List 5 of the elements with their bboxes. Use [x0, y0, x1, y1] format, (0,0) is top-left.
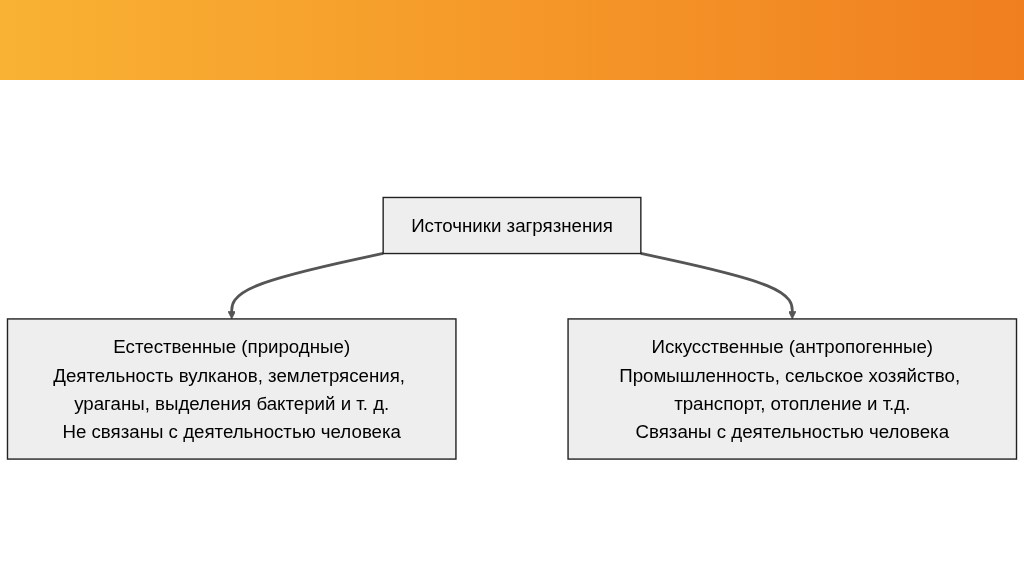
- arrow: [227, 251, 384, 319]
- arrow: [640, 251, 797, 319]
- node-box: Источники загрязнения: [382, 196, 642, 254]
- node-box: Искусственные (антропогенные) Промышленность, сельское хозяйство, транспорт, отопление и т.д. Связаны с деятельностью человека: [567, 317, 1018, 460]
- node-box: Естественные (природные) Деятельность вулканов, землетрясения, ураганы, выделения бактерий и т. д. Не связаны с деятельностью человека: [6, 317, 457, 460]
